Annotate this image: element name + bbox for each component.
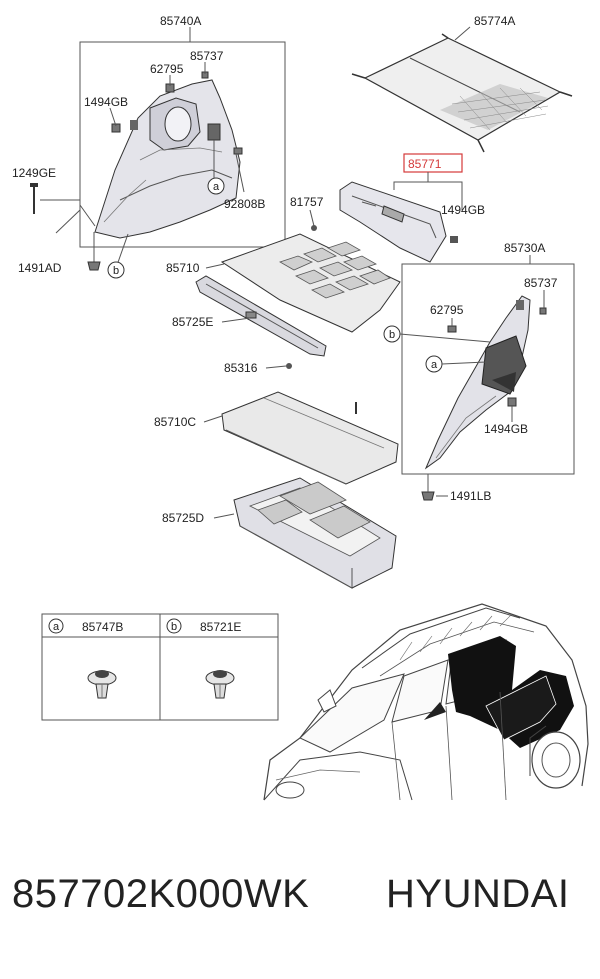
cargo-area-highlight: [448, 636, 574, 748]
legend-callout-b: [166, 618, 182, 634]
trunk-panel-group: 85771 1494GB 81757: [290, 153, 485, 263]
label-85316: 85316: [224, 361, 258, 375]
label-81757: 81757: [290, 195, 324, 209]
label-1494GB-mid: 1494GB: [441, 203, 485, 217]
label-85710: 85710: [166, 261, 200, 275]
label-85771: 85771: [408, 157, 442, 171]
label-1491AD: 1491AD: [18, 261, 62, 275]
label-62795-top: 62795: [150, 62, 184, 76]
part-number-text: 857702K000WK: [12, 872, 310, 916]
transverse-trim-group: 85725E 85316: [172, 275, 327, 375]
vehicle-locator-illustration: [263, 603, 589, 801]
svg-text:a: a: [53, 621, 60, 633]
legend-table: a 85747B b 85721E: [41, 613, 279, 721]
left-quarter-trim-panel: [94, 79, 241, 239]
label-92808B: 92808B: [224, 197, 265, 211]
label-85737-right: 85737: [524, 276, 558, 290]
svg-text:b: b: [171, 621, 177, 633]
svg-text:b: b: [113, 265, 119, 277]
right-quarter-trim-group: 85730A 85737 62795 1494GB a b 1491LB: [383, 241, 575, 503]
label-62795-right: 62795: [430, 303, 464, 317]
label-1249GE: 1249GE: [12, 166, 56, 180]
cargo-net-frame: [363, 37, 562, 141]
left-assembly-frame: [79, 41, 286, 248]
brand-name-text: HYUNDAI: [386, 872, 570, 916]
clip-85747B-illustration: [87, 670, 117, 699]
legend-callout-a: [48, 618, 64, 634]
label-85740A: 85740A: [160, 14, 201, 28]
label-85710C: 85710C: [154, 415, 196, 429]
svg-text:b: b: [389, 329, 395, 341]
label-1494GB-right: 1494GB: [484, 422, 528, 436]
callout-b-left: [107, 261, 125, 279]
cargo-net-group: 85774A: [351, 14, 573, 153]
label-1494GB-top: 1494GB: [84, 95, 128, 109]
label-85725E: 85725E: [172, 315, 213, 329]
label-85774A: 85774A: [474, 14, 515, 28]
covering-shelf-group: 85710C: [154, 391, 399, 485]
svg-text:a: a: [213, 181, 220, 193]
legend-part-85721E: 85721E: [200, 620, 241, 634]
covering-shelf: [221, 391, 399, 485]
callout-a-left: [207, 177, 225, 195]
clip-85721E-illustration: [205, 670, 235, 699]
label-85737-top: 85737: [190, 49, 224, 63]
luggage-tray-group: 85725D: [162, 477, 397, 589]
highlight-box-85771: [403, 153, 463, 173]
parts-diagram: 85740A 85737 62795 1494GB 1249GE 92808B …: [12, 14, 589, 801]
trunk-finishing-panel: [339, 181, 447, 263]
left-quarter-trim-group: 85740A 85737 62795 1494GB 1249GE 92808B …: [12, 14, 286, 279]
svg-text:a: a: [431, 359, 438, 371]
footer-caption: 857702K000WK HYUNDAI: [0, 872, 600, 952]
label-85725D: 85725D: [162, 511, 204, 525]
legend-part-85747B: 85747B: [82, 620, 123, 634]
label-85730A: 85730A: [504, 241, 545, 255]
right-assembly-frame: [401, 263, 575, 475]
luggage-board-group: 85710: [166, 233, 401, 333]
label-1491LB: 1491LB: [450, 489, 491, 503]
right-quarter-trim-panel: [424, 295, 531, 470]
